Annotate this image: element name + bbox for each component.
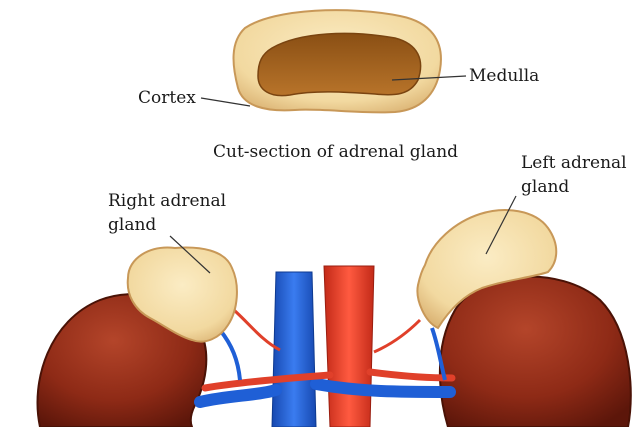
- cortex-label: Cortex: [138, 88, 196, 109]
- left-kidney: [440, 277, 631, 427]
- left-adrenal-label-line2: gland: [521, 177, 569, 198]
- medulla-label: Medulla: [469, 66, 539, 87]
- left-adrenal-label-line1: Left adrenal: [521, 153, 627, 174]
- cut-section-caption: Cut-section of adrenal gland: [213, 142, 458, 163]
- right-renal-vein: [200, 390, 276, 402]
- right-adrenal-vein: [220, 330, 240, 380]
- left-adrenal-artery: [374, 320, 420, 352]
- cut-section-gland: [234, 10, 441, 112]
- right-adrenal-artery: [228, 305, 280, 350]
- aorta: [324, 266, 374, 427]
- left-renal-vein: [316, 384, 450, 392]
- right-adrenal-label-line2: gland: [108, 215, 156, 236]
- cut-section-medulla: [258, 33, 421, 95]
- cortex-leader-line: [201, 98, 250, 106]
- right-adrenal-label-line1: Right adrenal: [108, 191, 226, 212]
